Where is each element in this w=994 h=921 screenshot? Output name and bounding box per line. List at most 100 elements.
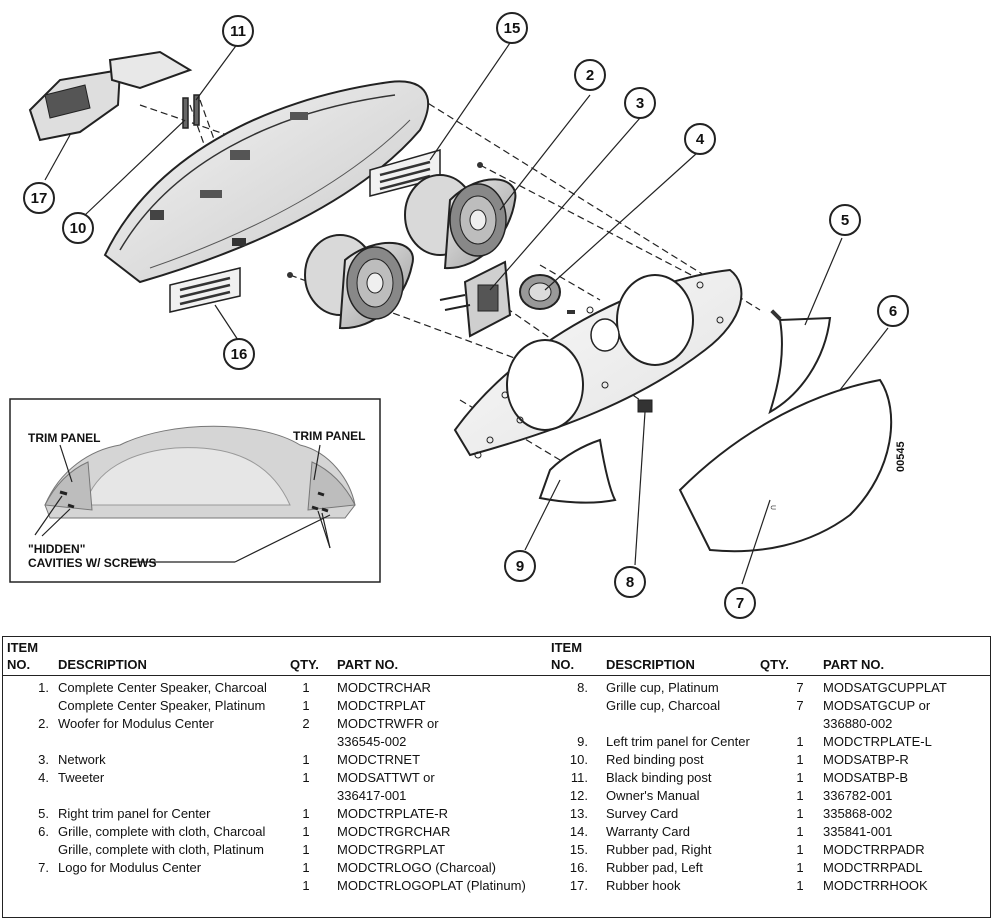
item-description: Tweeter xyxy=(58,770,105,785)
item-no: 2. xyxy=(38,716,49,731)
item-part-no: MODSATTWT or xyxy=(337,770,435,785)
item-part-no: 336782-001 xyxy=(823,788,893,803)
svg-text:11: 11 xyxy=(230,23,246,40)
header-qty: QTY. xyxy=(290,657,319,672)
callout-11: 11 xyxy=(222,15,254,47)
svg-text:3: 3 xyxy=(636,95,644,112)
item-no: 17. xyxy=(569,878,588,893)
header-part-no: PART NO. xyxy=(337,657,399,672)
item-no: 1. xyxy=(38,680,49,695)
item-qty: 1 xyxy=(796,806,804,821)
item-qty: 1 xyxy=(796,824,804,839)
exploded-diagram: ⊂ 11 15 2 3 xyxy=(9,12,909,619)
item-part-no: MODCTRPLAT xyxy=(337,698,426,713)
network-board xyxy=(439,260,512,338)
rubber-hook xyxy=(28,50,193,142)
item-part-no: MODCTRNET xyxy=(337,752,421,767)
callout-16: 16 xyxy=(223,338,255,370)
item-qty: 1 xyxy=(302,842,310,857)
item-qty: 1 xyxy=(302,680,310,695)
callout-10: 10 xyxy=(62,212,94,244)
inset-box: TRIM PANEL TRIM PANEL "HIDDEN" CAVITIES … xyxy=(9,398,381,583)
item-qty: 1 xyxy=(796,752,804,767)
item-part-no: MODSATBP-B xyxy=(823,770,908,785)
item-description: Complete Center Speaker, Platinum xyxy=(58,698,266,713)
svg-text:9: 9 xyxy=(516,558,524,575)
item-no: 11. xyxy=(570,770,588,785)
item-part-no: 335841-001 xyxy=(823,824,893,839)
item-description: Grille, complete with cloth, Charcoal xyxy=(58,824,266,839)
item-no: 10. xyxy=(569,752,588,767)
callout-7: 7 xyxy=(724,587,756,619)
item-part-no: MODCTRLOGOPLAT (Platinum) xyxy=(337,878,526,893)
item-no: 8. xyxy=(577,680,588,695)
item-qty: 7 xyxy=(796,680,804,695)
item-part-no: MODCTRRPADR xyxy=(823,842,925,857)
callout-5: 5 xyxy=(829,204,861,236)
item-no: 13. xyxy=(569,806,588,821)
item-description: Grille cup, Charcoal xyxy=(606,698,721,713)
callout-8: 8 xyxy=(614,566,646,598)
item-part-no: MODCTRCHAR xyxy=(337,680,431,695)
inset-hidden-label: "HIDDEN" xyxy=(28,542,85,556)
inset-cavities-label: CAVITIES W/ SCREWS xyxy=(28,556,156,570)
screws xyxy=(287,162,782,321)
item-part-no: 335868-002 xyxy=(823,806,893,821)
item-no: 4. xyxy=(38,770,49,785)
parts-table: ITEM NO. DESCRIPTION QTY. PART NO. ITEM … xyxy=(2,636,991,918)
item-qty: 1 xyxy=(302,860,310,875)
item-description: Warranty Card xyxy=(606,824,691,839)
header-divider xyxy=(3,675,990,676)
item-description: Owner's Manual xyxy=(606,788,700,803)
tweeter xyxy=(519,274,561,310)
item-description: Network xyxy=(58,752,106,767)
svg-text:4: 4 xyxy=(696,131,705,148)
item-description: Left trim panel for Center xyxy=(606,734,750,749)
item-part-no: MODCTRWFR or xyxy=(337,716,439,731)
callout-9: 9 xyxy=(504,550,536,582)
rear-enclosure-shell xyxy=(103,80,430,284)
svg-text:7: 7 xyxy=(736,595,744,612)
item-qty: 7 xyxy=(796,698,804,713)
woofer-upper xyxy=(404,174,517,270)
callout-2: 2 xyxy=(574,59,606,91)
item-qty: 1 xyxy=(302,770,310,785)
front-baffle xyxy=(453,268,743,459)
item-part-no: MODCTRRPADL xyxy=(823,860,923,875)
item-description: Grille cup, Platinum xyxy=(606,680,719,695)
item-no: 12. xyxy=(569,788,588,803)
item-no: 5. xyxy=(38,806,49,821)
item-qty: 1 xyxy=(796,770,804,785)
binding-posts xyxy=(182,94,200,129)
item-description: Right trim panel for Center xyxy=(58,806,211,821)
item-description: Woofer for Modulus Center xyxy=(58,716,214,731)
item-description: Grille, complete with cloth, Platinum xyxy=(58,842,264,857)
rubber-pad-left xyxy=(169,267,241,313)
item-part-no: 336880-002 xyxy=(823,716,893,731)
svg-text:8: 8 xyxy=(626,574,634,591)
svg-text:16: 16 xyxy=(231,346,248,363)
item-description: Rubber pad, Left xyxy=(606,860,703,875)
header-item-no-right: NO. xyxy=(551,657,575,672)
callout-3: 3 xyxy=(624,87,656,119)
callout-6: 6 xyxy=(877,295,909,327)
grille-cup xyxy=(634,399,653,566)
callout-15: 15 xyxy=(496,12,528,44)
item-part-no: 336417-001 xyxy=(337,788,407,803)
svg-text:10: 10 xyxy=(70,220,87,237)
item-part-no: MODCTRRHOOK xyxy=(823,878,928,893)
item-description: Logo for Modulus Center xyxy=(58,860,202,875)
woofer-lower xyxy=(304,234,414,330)
item-part-no: MODSATBP-R xyxy=(823,752,909,767)
item-part-no: MODCTRGRCHAR xyxy=(337,824,451,839)
header-item-top: ITEM xyxy=(7,640,39,655)
item-part-no: MODSATGCUP or xyxy=(823,698,931,713)
svg-text:2: 2 xyxy=(586,67,594,84)
item-no: 3. xyxy=(38,752,49,767)
item-qty: 1 xyxy=(302,878,310,893)
item-no: 9. xyxy=(577,734,588,749)
item-no: 6. xyxy=(38,824,49,839)
grille-logo: ⊂ xyxy=(770,503,777,512)
item-description: Complete Center Speaker, Charcoal xyxy=(58,680,267,695)
header-part-no-right: PART NO. xyxy=(823,657,885,672)
